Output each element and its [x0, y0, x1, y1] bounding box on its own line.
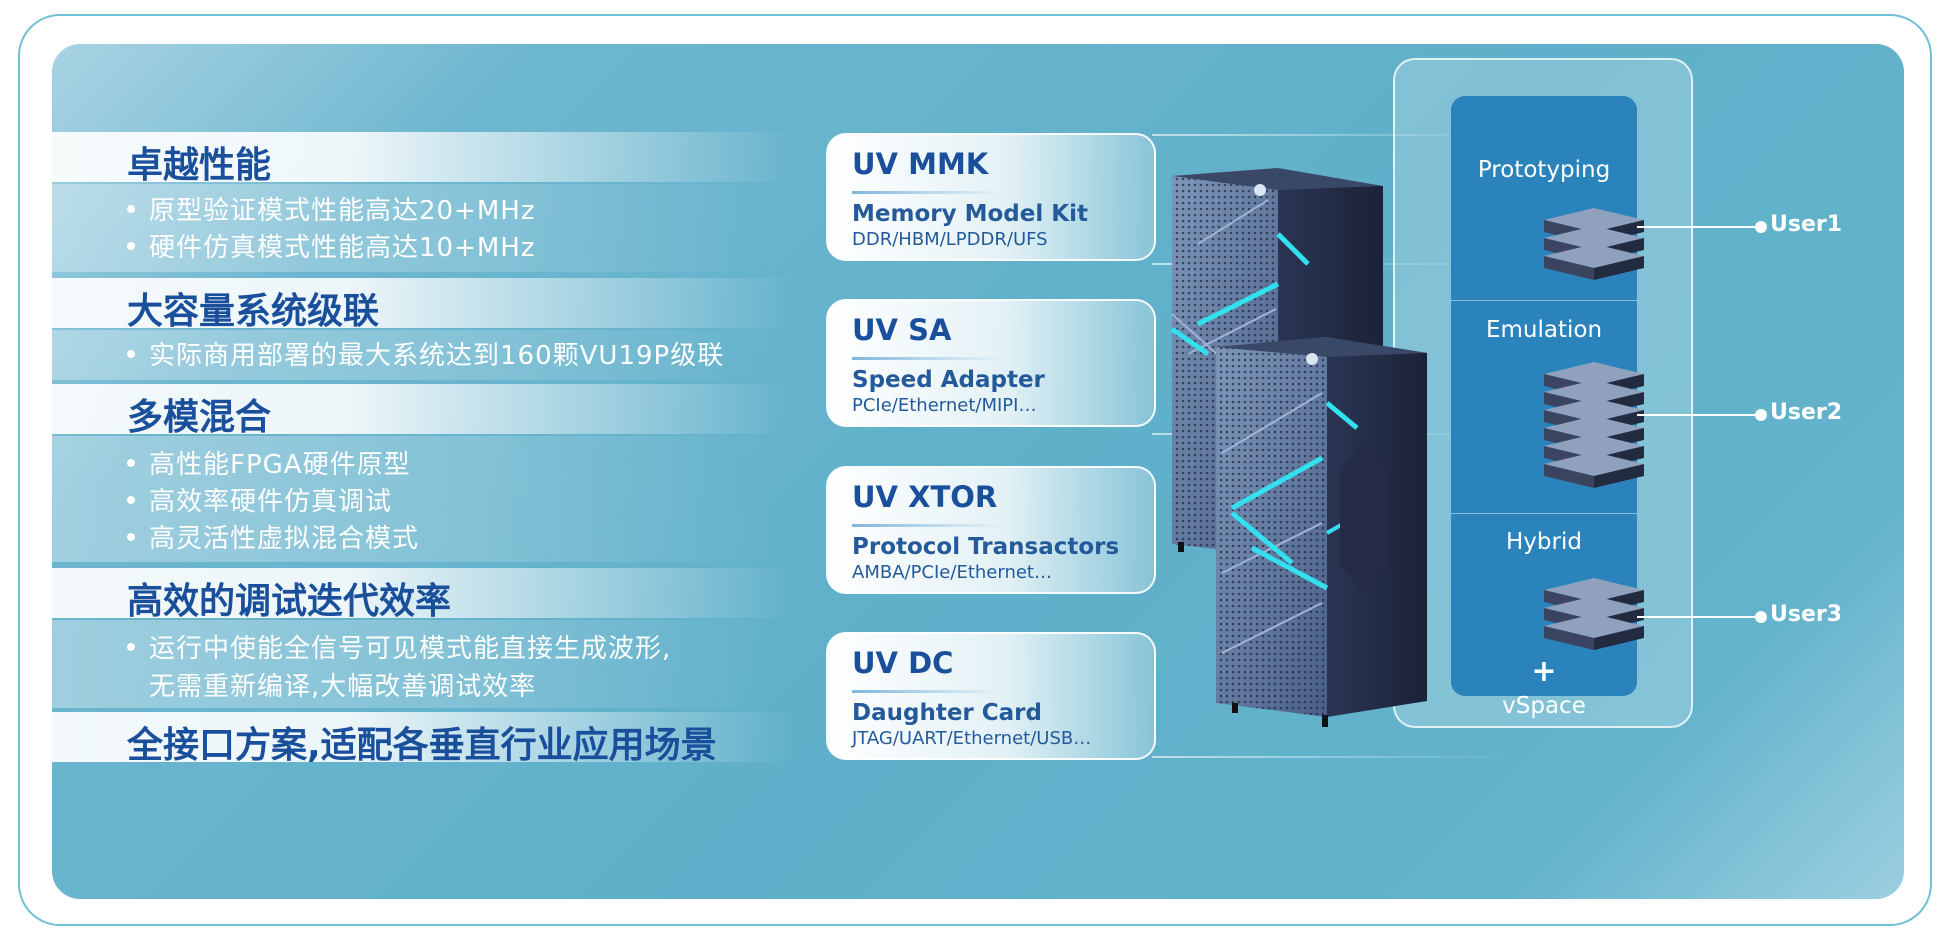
- mode-label-vspace: vSpace: [1502, 693, 1586, 719]
- module-title: UV DC: [852, 646, 954, 680]
- feature-bullet: 原型验证模式性能高达20+MHz: [127, 190, 536, 227]
- feature-heading: 全接口方案,适配各垂直行业应用场景: [52, 712, 792, 766]
- module-title: UV XTOR: [852, 480, 998, 514]
- module-card-uv-mmk: UV MMK Memory Model Kit DDR/HBM/LPDDR/UF…: [826, 133, 1156, 261]
- feature-bullet: 高灵活性虚拟混合模式: [127, 518, 419, 555]
- feature-title: 高效的调试迭代效率: [127, 581, 452, 622]
- module-detail: PCIe/Ethernet/MIPI…: [852, 395, 1037, 416]
- module-title: UV MMK: [852, 147, 989, 181]
- feature-bullet-continuation: 无需重新编译,大幅改善调试效率: [149, 672, 537, 702]
- feature-heading: 多模混合: [52, 384, 792, 438]
- server-cabinet-front: [1216, 337, 1427, 727]
- mode-label-prototyping: Prototyping: [1477, 157, 1611, 183]
- feature-title: 多模混合: [127, 397, 272, 438]
- connector-dot-icon: [1755, 221, 1767, 233]
- bullet-dot-icon: [127, 642, 135, 651]
- title-underline: [852, 357, 1002, 360]
- feature-title: 全接口方案,适配各垂直行业应用场景: [127, 725, 717, 766]
- module-subtitle: Daughter Card: [852, 700, 1042, 726]
- feature-bullet: 高性能FPGA硬件原型: [127, 444, 411, 481]
- module-subtitle: Speed Adapter: [852, 367, 1045, 393]
- module-detail: AMBA/PCIe/Ethernet…: [852, 562, 1052, 583]
- feature-bullet: 硬件仿真模式性能高达10+MHz: [127, 227, 536, 264]
- user-label-1: User1: [1770, 212, 1843, 237]
- mode-label-emulation: Emulation: [1485, 317, 1603, 343]
- module-title: UV SA: [852, 313, 952, 347]
- module-card-uv-sa: UV SA Speed Adapter PCIe/Ethernet/MIPI…: [826, 299, 1156, 427]
- mode-divider: [1451, 513, 1637, 514]
- connector-line: [1637, 226, 1759, 228]
- bullet-dot-icon: [127, 349, 135, 358]
- connector-line: [1637, 616, 1759, 618]
- light-streak: [1152, 134, 1512, 136]
- bullet-dot-icon: [127, 241, 135, 250]
- module-card-uv-dc: UV DC Daughter Card JTAG/UART/Ethernet/U…: [826, 632, 1156, 760]
- bullet-dot-icon: [127, 532, 135, 541]
- hardware-stack-icon: [1544, 362, 1644, 488]
- module-card-uv-xtor: UV XTOR Protocol Transactors AMBA/PCIe/E…: [826, 466, 1156, 594]
- feature-band: [52, 436, 772, 562]
- feature-band: [52, 330, 772, 380]
- module-subtitle: Protocol Transactors: [852, 534, 1120, 560]
- connector-line: [1637, 414, 1759, 416]
- user-label-2: User2: [1770, 400, 1843, 425]
- feature-bullet: 高效率硬件仿真调试: [127, 481, 392, 518]
- feature-title: 大容量系统级联: [127, 291, 380, 332]
- feature-heading: 大容量系统级联: [52, 278, 792, 332]
- bullet-dot-icon: [127, 495, 135, 504]
- module-detail: JTAG/UART/Ethernet/USB…: [852, 728, 1092, 749]
- mode-divider: [1451, 300, 1637, 301]
- feature-bullet: 运行中使能全信号可见模式能直接生成波形,: [127, 628, 671, 665]
- connector-dot-icon: [1755, 611, 1767, 623]
- hardware-stack-icon: [1544, 578, 1644, 650]
- plus-sign: +: [1531, 654, 1557, 689]
- title-underline: [852, 690, 1002, 693]
- title-underline: [852, 524, 1002, 527]
- hardware-stack-icon: [1544, 208, 1644, 280]
- title-underline: [852, 191, 1002, 194]
- module-subtitle: Memory Model Kit: [852, 201, 1088, 227]
- user-label-3: User3: [1770, 602, 1843, 627]
- connector-dot-icon: [1755, 409, 1767, 421]
- mode-label-hybrid: Hybrid: [1506, 529, 1582, 555]
- bullet-dot-icon: [127, 458, 135, 467]
- feature-title: 卓越性能: [127, 145, 272, 186]
- feature-band: [52, 620, 772, 708]
- feature-bullet: 实际商用部署的最大系统达到160颗VU19P级联: [127, 335, 724, 372]
- feature-heading: 卓越性能: [52, 132, 792, 186]
- module-detail: DDR/HBM/LPDDR/UFS: [852, 229, 1048, 250]
- feature-heading: 高效的调试迭代效率: [52, 568, 792, 622]
- light-streak: [1152, 756, 1512, 758]
- bullet-dot-icon: [127, 204, 135, 213]
- feature-band: [52, 184, 772, 272]
